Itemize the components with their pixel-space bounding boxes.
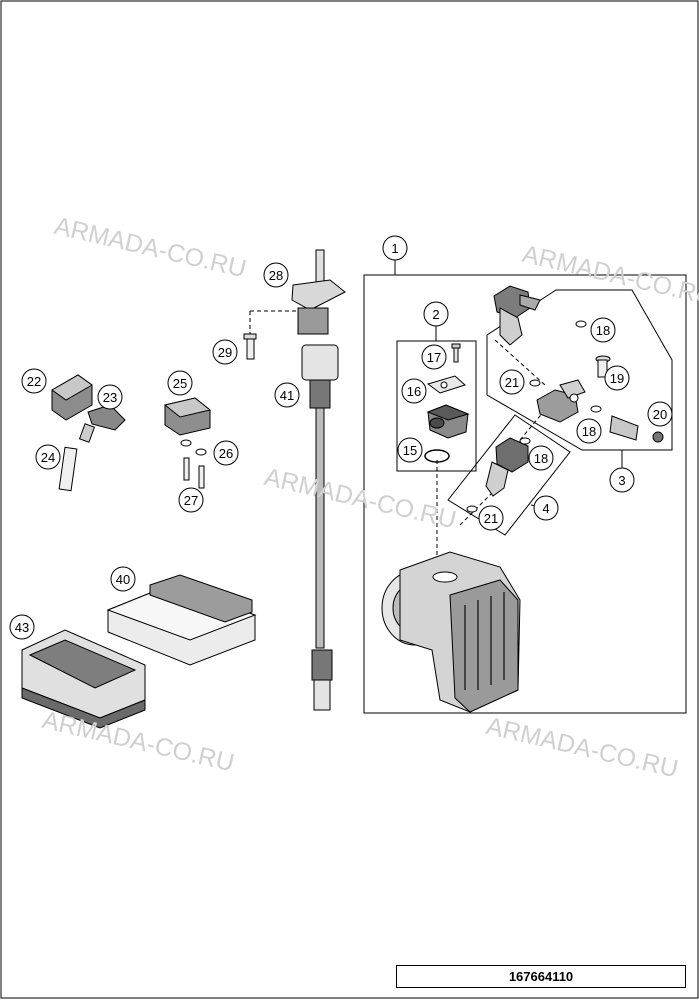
- injector-lower: [485, 437, 529, 497]
- part-27-screw-a: [183, 457, 190, 481]
- svg-text:21: 21: [505, 375, 519, 390]
- svg-text:23: 23: [103, 390, 117, 405]
- callout-16: 16: [401, 378, 427, 404]
- svg-text:1: 1: [391, 241, 398, 256]
- callout-41: 41: [274, 382, 300, 408]
- svg-text:28: 28: [269, 268, 283, 283]
- svg-text:27: 27: [184, 493, 198, 508]
- callout-20: 20: [647, 401, 673, 427]
- part-27-screw-b: [198, 465, 205, 489]
- part-20-fitting: [609, 415, 664, 443]
- svg-text:17: 17: [427, 350, 441, 365]
- svg-text:19: 19: [610, 371, 624, 386]
- callout-26: 26: [213, 440, 239, 466]
- part-43-ecu-holder: [21, 629, 146, 729]
- part-40-ecu: [106, 574, 257, 666]
- svg-text:40: 40: [116, 572, 130, 587]
- callout-3: 3: [609, 467, 635, 493]
- part-29-bolt: [243, 333, 257, 360]
- svg-text:41: 41: [280, 388, 294, 403]
- svg-text:20: 20: [653, 407, 667, 422]
- callout-18a: 18: [590, 317, 616, 343]
- svg-text:3: 3: [618, 473, 625, 488]
- callout-21b: 21: [478, 505, 504, 531]
- part-28-speed-sensor: [291, 249, 346, 335]
- callout-18c: 18: [528, 445, 554, 471]
- svg-text:25: 25: [173, 376, 187, 391]
- svg-text:16: 16: [407, 384, 421, 399]
- callout-27: 27: [178, 487, 204, 513]
- axis-injector-b: [459, 489, 496, 526]
- part-18-washer-top: [575, 320, 587, 328]
- callout-21a: 21: [499, 369, 525, 395]
- callout-29: 29: [212, 339, 238, 365]
- part-16-bracket: [426, 375, 466, 394]
- assembly-frame-1: [363, 274, 687, 714]
- svg-text:4: 4: [542, 501, 549, 516]
- injector-upper: [493, 285, 541, 346]
- callout-23: 23: [97, 384, 123, 410]
- part-17-screw: [451, 343, 461, 363]
- part-26-washer-b: [195, 448, 207, 456]
- part-26-washer-a: [180, 439, 192, 447]
- svg-text:2: 2: [432, 307, 439, 322]
- throttle-body: [381, 551, 521, 713]
- axis-injector-a: [494, 339, 546, 386]
- callout-4: 4: [533, 495, 559, 521]
- callout-22: 22: [21, 368, 47, 394]
- part-18-washer-lower: [519, 437, 531, 445]
- part-22-connector: [51, 374, 93, 421]
- part-21-o-ring-lower: [466, 505, 478, 513]
- callout-25: 25: [167, 370, 193, 396]
- svg-text:18: 18: [596, 323, 610, 338]
- callout-19: 19: [604, 365, 630, 391]
- svg-text:18: 18: [582, 424, 596, 439]
- callout-1: 1: [382, 235, 408, 261]
- part-41-cable-sensor: [301, 344, 339, 711]
- part-15-o-ring: [424, 449, 450, 463]
- part-21-o-ring-upper: [529, 379, 541, 387]
- callout-2: 2: [423, 301, 449, 327]
- callout-43: 43: [9, 614, 35, 640]
- svg-text:29: 29: [218, 345, 232, 360]
- svg-text:43: 43: [15, 620, 29, 635]
- svg-text:22: 22: [27, 374, 41, 389]
- callout-17: 17: [421, 344, 447, 370]
- callout-24: 24: [35, 444, 61, 470]
- svg-text:26: 26: [219, 446, 233, 461]
- part-19-pin: [595, 355, 611, 378]
- document-number: 167664110: [396, 965, 686, 988]
- callout-28: 28: [263, 262, 289, 288]
- svg-text:15: 15: [403, 443, 417, 458]
- callout-40: 40: [110, 566, 136, 592]
- svg-text:18: 18: [534, 451, 548, 466]
- part-25-sensor: [163, 397, 212, 436]
- fuel-rail-connector: [536, 379, 586, 423]
- part-18-washer-mid: [590, 405, 602, 413]
- svg-text:24: 24: [41, 450, 55, 465]
- throttle-position-sensor: [426, 404, 470, 439]
- callout-18b: 18: [576, 418, 602, 444]
- callouts: 1 2 3 4 15 16 17 18 18 18 19 20 21 21 22…: [9, 235, 673, 640]
- assembly-frame-3: [486, 289, 673, 451]
- part-23-sensor: [78, 404, 126, 443]
- callout-15: 15: [397, 437, 423, 463]
- part-24-tube: [58, 446, 78, 492]
- svg-text:21: 21: [484, 511, 498, 526]
